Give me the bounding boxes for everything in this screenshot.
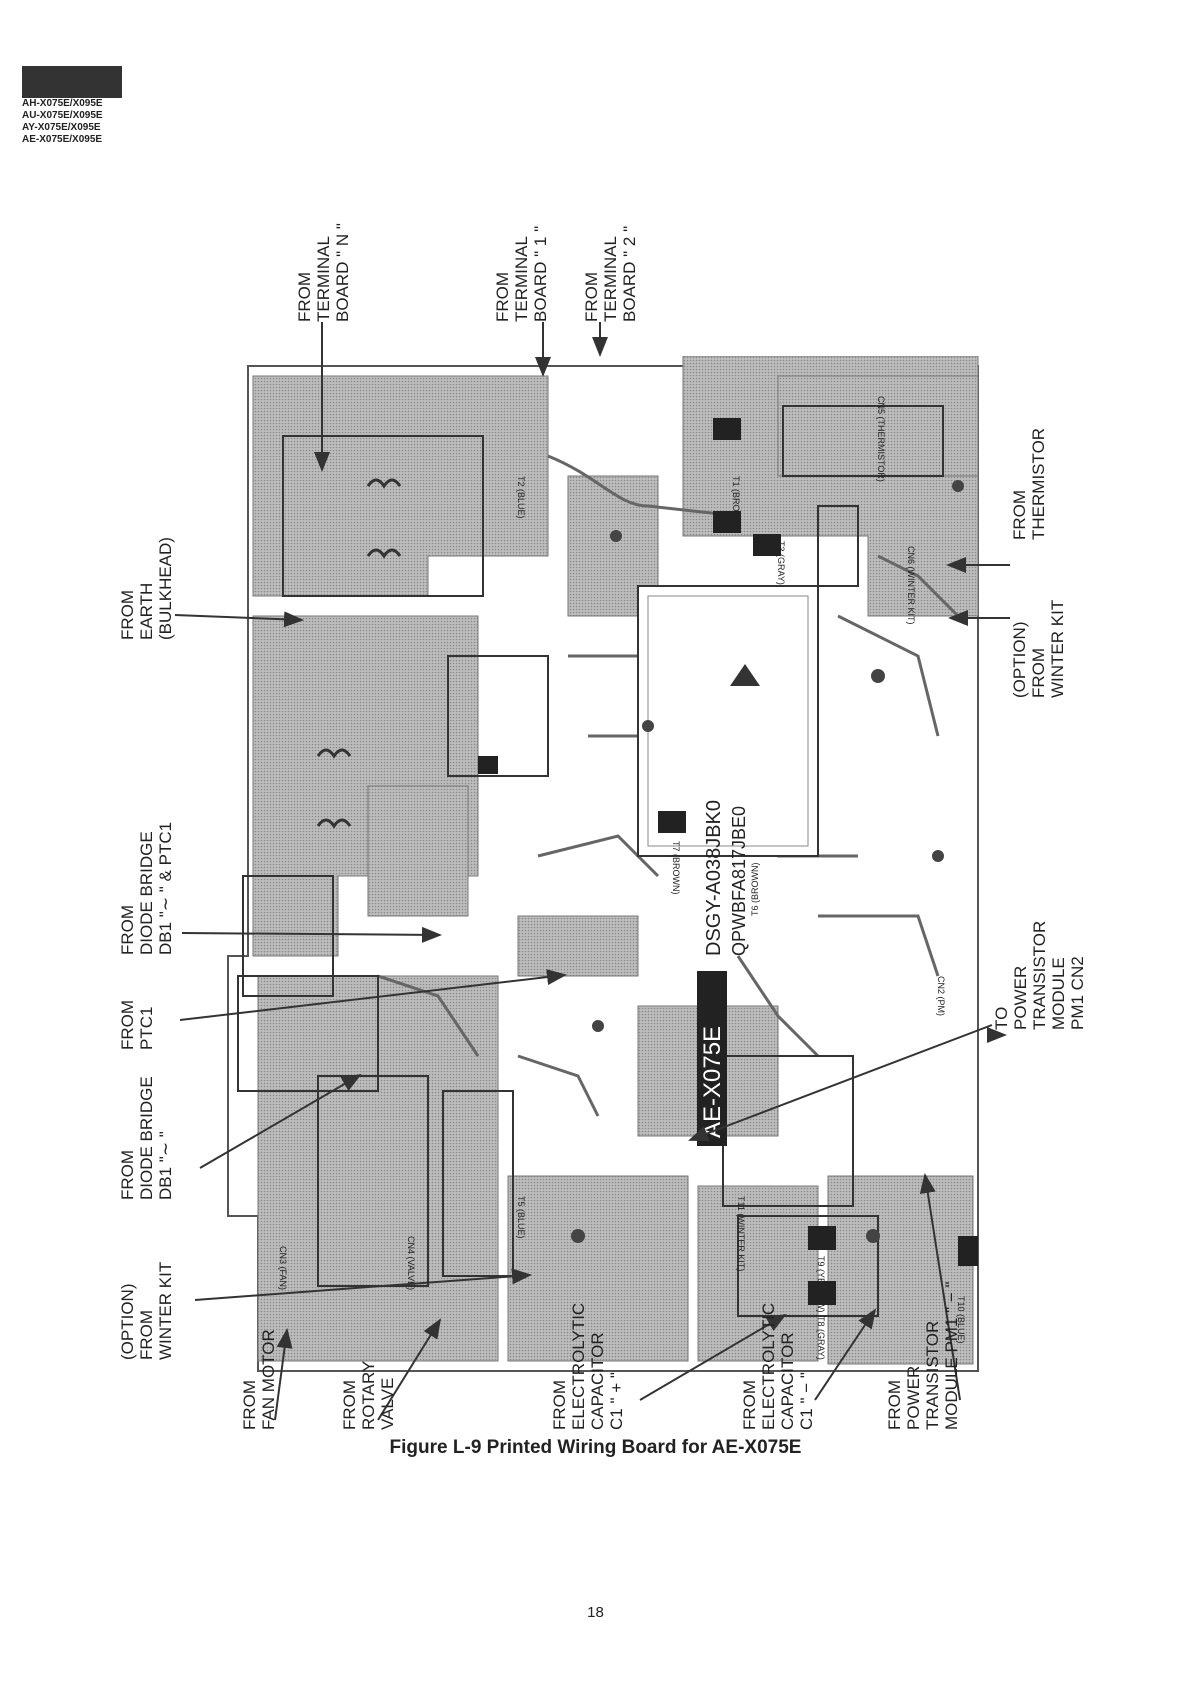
model-line: AU-X075E/X095E [22,110,103,121]
silkscreen-label: CN2 (PM) [936,976,946,1016]
silkscreen-label: CN3 (FAN) [278,1246,288,1290]
silkscreen-label: T11 (WINTER KIT) [736,1196,746,1271]
board-code-marking: QPWBFA817JBE0 [729,806,749,956]
silkscreen-label: T2 (BLUE) [516,476,526,519]
silkscreen-label: T8 (GRAY) [816,1316,826,1360]
silkscreen-label: CN4 (VALVE) [406,1236,416,1290]
silkscreen-label: T6 (BROWN) [750,863,760,917]
page-number: 18 [587,1604,604,1621]
board-code-marking: DSGY-A038JBK0 [703,800,725,956]
model-line: AY-X075E/X095E [22,122,101,133]
silkscreen-label: T3 (GRAY) [776,541,786,585]
figure-caption: Figure L-9 Printed Wiring Board for AE-X… [389,1437,802,1458]
model-list: AH-X075E/X095E AU-X075E/X095E AY-X075E/X… [22,66,127,146]
header-black-bar [22,66,122,98]
silkscreen-label: T9 (YELLOW) [816,1256,826,1313]
silkscreen-label: T10 (BLUE) [956,1296,966,1344]
silkscreen-label: T5 (BLUE) [516,1196,526,1239]
model-line: AH-X075E/X095E [22,98,103,109]
silkscreen-label: T1 (BROWN) [731,476,741,530]
silkscreen-label: T7 (BROWN) [671,841,681,895]
printed-wiring-board: AE-X075E DSGY-A038JBK0 QPWBFA817JBE0 T1 … [218,356,993,1386]
silkscreen-label: CN5 (THERMISTOR) [876,396,886,482]
model-line: AE-X075E/X095E [22,134,103,145]
board-model-marking: AE-X075E [699,1026,726,1138]
silkscreen-label: CN6 (WINTER KIT) [906,546,916,625]
